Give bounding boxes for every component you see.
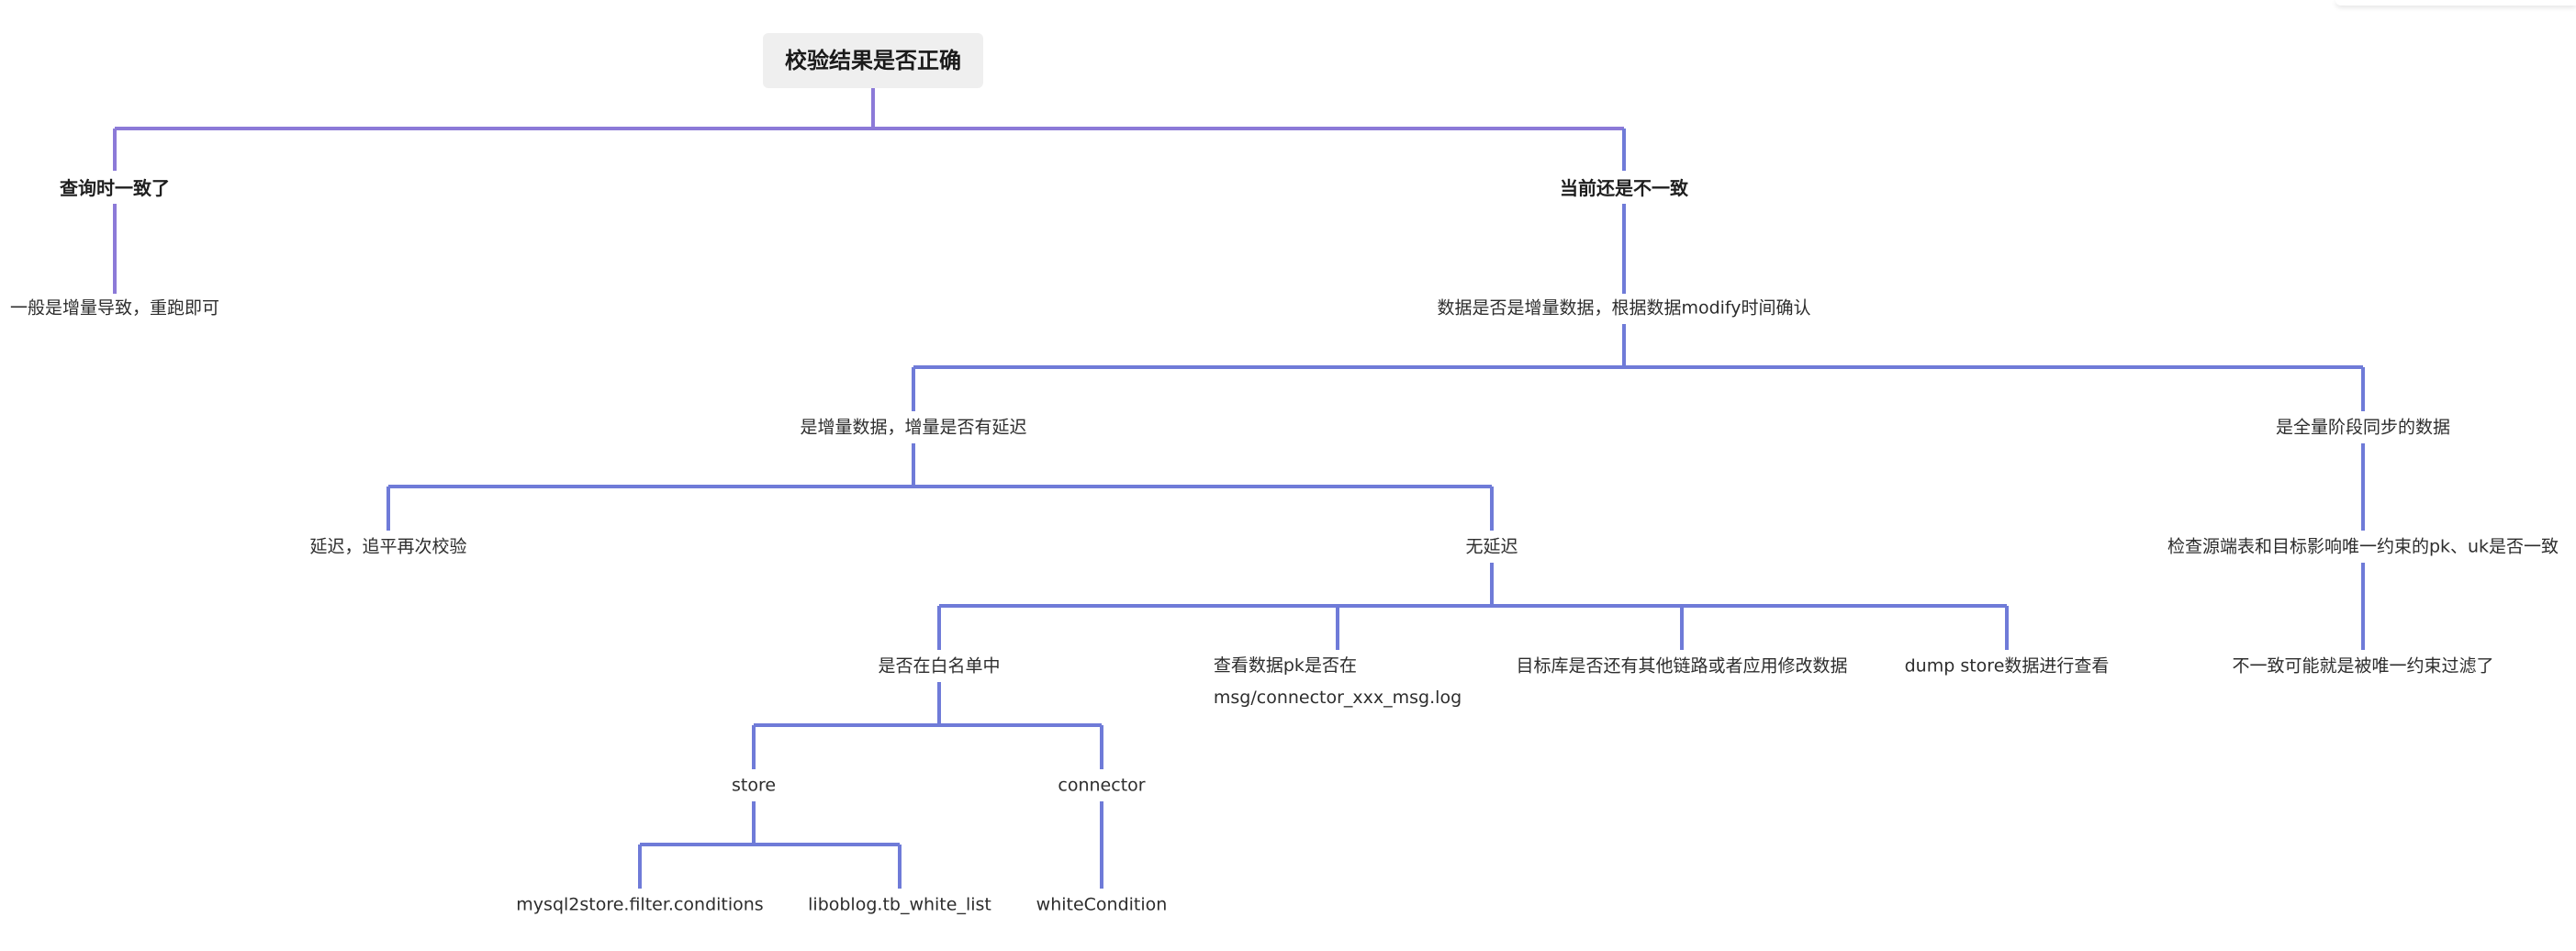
node-store[interactable]: store: [731, 775, 777, 796]
node-consistent-on-query[interactable]: 查询时一致了: [60, 177, 170, 199]
node-store-whitelist[interactable]: liboblog.tb_white_list: [808, 894, 991, 915]
node-filtered-by-unique[interactable]: 不一致可能就是被唯一约束过滤了: [2232, 655, 2494, 677]
node-is-increment-check[interactable]: 数据是否是增量数据，根据数据modify时间确认: [1437, 297, 1811, 319]
node-connector[interactable]: connector: [1058, 775, 1146, 796]
node-check-pk-log-line1: 查看数据pk是否在: [1213, 655, 1357, 676]
node-white-condition[interactable]: whiteCondition: [1036, 894, 1168, 915]
node-still-inconsistent[interactable]: 当前还是不一致: [1560, 177, 1688, 199]
node-is-increment-delay[interactable]: 是增量数据，增量是否有延迟: [800, 417, 1027, 438]
node-full-stage-data[interactable]: 是全量阶段同步的数据: [2275, 417, 2451, 438]
node-store-filter[interactable]: mysql2store.filter.conditions: [516, 894, 764, 915]
node-check-pk-log-line2: msg/connector_xxx_msg.log: [1213, 688, 1462, 708]
root-node[interactable]: 校验结果是否正确: [763, 33, 983, 88]
node-dump-store[interactable]: dump store数据进行查看: [1904, 655, 2110, 677]
node-in-whitelist[interactable]: 是否在白名单中: [878, 655, 1001, 677]
node-no-delay[interactable]: 无延迟: [1465, 536, 1518, 557]
node-delay-recheck[interactable]: 延迟，追平再次校验: [309, 536, 467, 557]
node-increment-rerun[interactable]: 一般是增量导致，重跑即可: [9, 297, 220, 319]
node-check-pk-log[interactable]: 查看数据pk是否在 msg/connector_xxx_msg.log: [1214, 650, 1462, 714]
node-target-other-links[interactable]: 目标库是否还有其他链路或者应用修改数据: [1516, 655, 1848, 677]
panel-corner: [2335, 0, 2576, 6]
node-check-unique-keys[interactable]: 检查源端表和目标影响唯一约束的pk、uk是否一致: [2167, 536, 2559, 557]
